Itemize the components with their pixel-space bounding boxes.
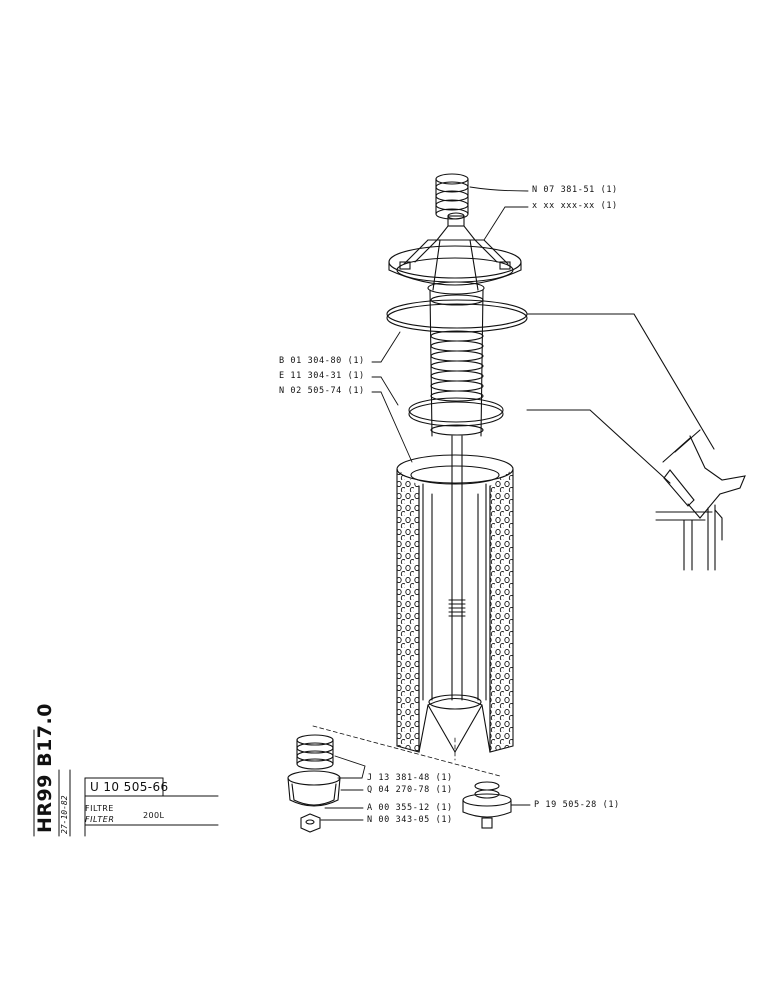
sheet-id-box: HR99 B17.0 (30, 703, 64, 833)
filter-cartridge (396, 454, 514, 753)
callout-spring-top: N 07 381-51 (1) (532, 185, 618, 195)
sheet-date: 27-10-82 (60, 795, 69, 834)
head-cap (388, 212, 522, 295)
leader-lines (320, 186, 531, 821)
callout-valve: P 19 505-28 (1) (534, 800, 620, 810)
part-capacity: 200L (143, 811, 165, 820)
central-tube (429, 289, 484, 457)
callout-seal-lower: N 02 505-74 (1) (279, 386, 365, 396)
sheet-id: HR99 B17.0 (34, 703, 56, 833)
bottom-spring (296, 734, 334, 770)
part-number: U 10 505-66 (90, 780, 169, 794)
top-spring (435, 173, 469, 220)
callout-washer: A 00 355-12 (1) (367, 803, 453, 813)
callout-spring-bottom: J 13 381-48 (1) (367, 773, 453, 783)
callout-tube: E 11 304-31 (1) (279, 371, 365, 381)
part-name-fr: FILTRE (85, 804, 114, 813)
lower-seal (408, 397, 504, 427)
part-name-en: FILTER (85, 815, 115, 824)
cup (287, 770, 341, 807)
callout-nut: N 00 343-05 (1) (367, 815, 453, 825)
title-block-frame (33, 729, 219, 837)
callout-head-cap: x xx xxx-xx (1) (532, 201, 618, 211)
seal-detail-view (526, 313, 746, 571)
callout-seal-upper: B 01 304-80 (1) (279, 356, 365, 366)
valve-assembly (462, 781, 512, 829)
assembly-axes (312, 725, 501, 777)
callout-cup: Q 04 270-78 (1) (367, 785, 453, 795)
nut (300, 813, 321, 833)
